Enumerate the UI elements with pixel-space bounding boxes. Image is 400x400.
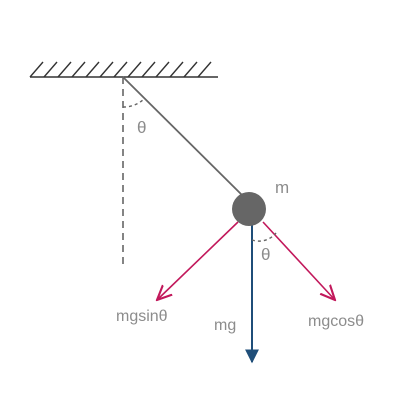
- mgcos-force-arrow: [262, 221, 335, 300]
- mgsin-label: mgsinθ: [116, 308, 168, 325]
- ceiling-hatching: [29, 61, 212, 78]
- pendulum-bob: [232, 192, 266, 226]
- mgsin-force-arrow: [157, 221, 239, 300]
- ceiling-support: [29, 61, 218, 78]
- angle-label-bottom: θ: [261, 245, 270, 264]
- angle-label-top: θ: [137, 118, 146, 137]
- angle-arc-bottom: [251, 232, 277, 242]
- mgcos-label: mgcosθ: [308, 313, 364, 330]
- mg-label: mg: [214, 317, 236, 334]
- pendulum-string: [122, 76, 244, 197]
- angle-arc-top: [122, 98, 145, 108]
- mass-label: m: [275, 178, 289, 197]
